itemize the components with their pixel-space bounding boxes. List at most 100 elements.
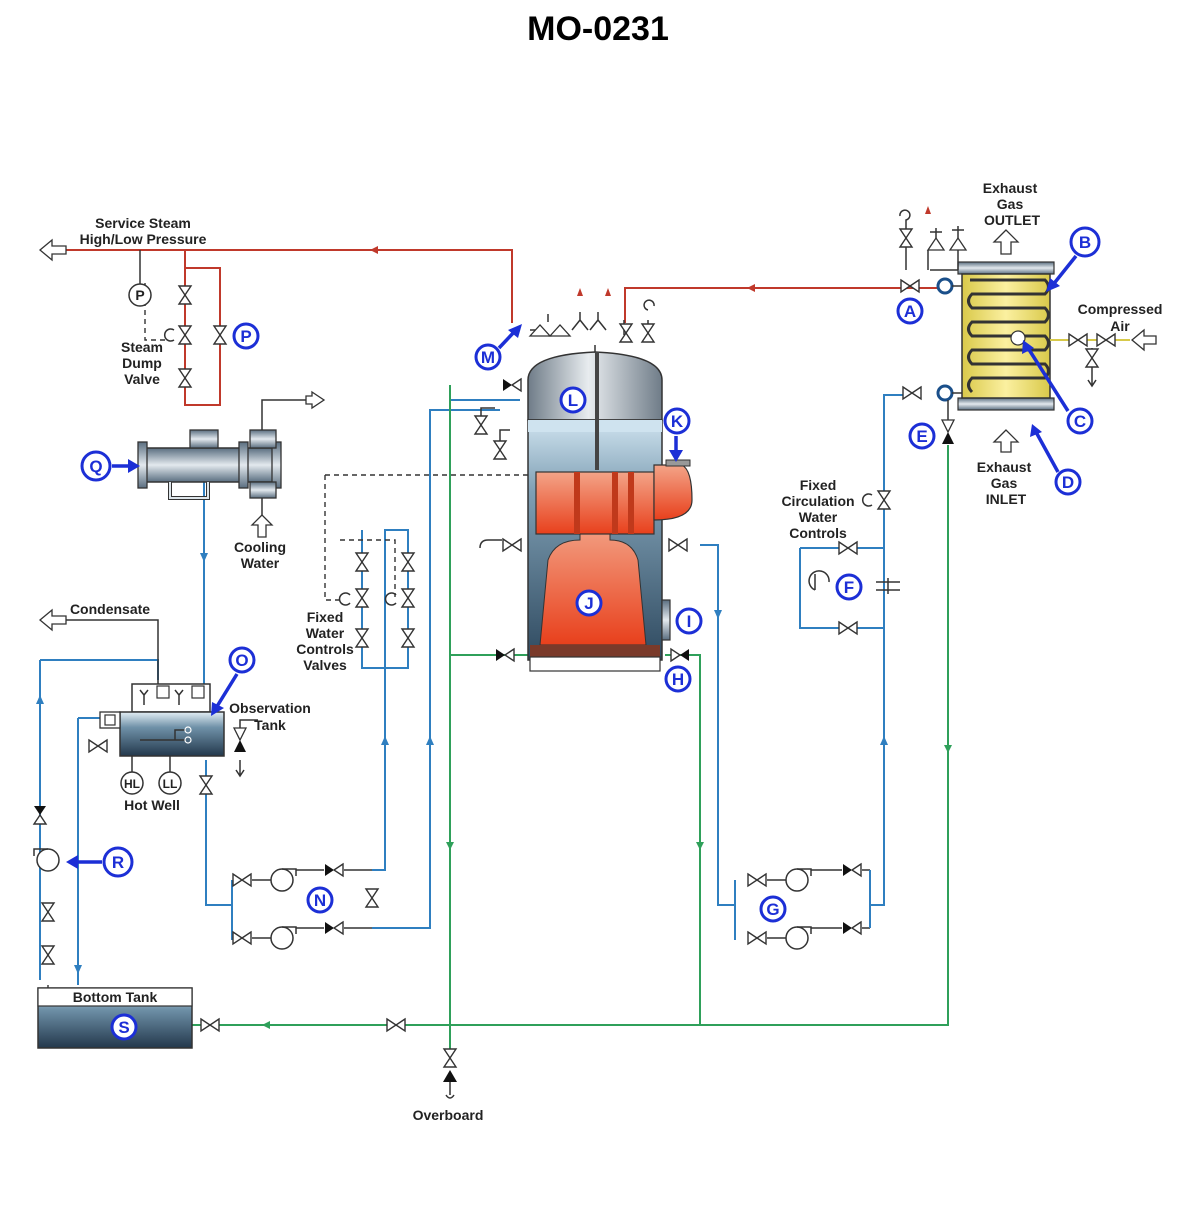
steam-dump-valve[interactable]: [178, 325, 192, 345]
compressed-air-line: [1050, 328, 1157, 388]
boiler-circulation-outlet-valve[interactable]: [668, 538, 688, 552]
diagram-title: MO-0231: [527, 10, 669, 48]
steam-dump-label-2: Dump: [122, 355, 162, 371]
observation-tank-drain-valve[interactable]: [88, 739, 108, 753]
steam-dump-upper-valve[interactable]: [178, 285, 192, 305]
fixed-circ-label-3: Water: [799, 509, 838, 525]
boiler-vent-valve-1[interactable]: [619, 323, 633, 343]
steam-bypass-valve[interactable]: [213, 325, 227, 345]
economizer-water-valve[interactable]: [902, 386, 922, 400]
fixed-water-control-valves: [338, 552, 415, 648]
soot-blower-valve-2[interactable]: [1096, 333, 1116, 347]
boiler-vent-valve-2[interactable]: [641, 323, 655, 343]
boiler-feed-valve-2[interactable]: [493, 440, 507, 460]
circ-pump-2-suction-valve[interactable]: [747, 931, 767, 945]
fixed-circ-label-1: Fixed: [800, 477, 837, 493]
feed-pump-1-check-valve[interactable]: [324, 863, 344, 877]
marker-r: R: [102, 846, 134, 878]
fixed-circulation-controls: [808, 490, 900, 635]
svg-text:O: O: [235, 651, 248, 670]
boiler-feed-valve-1[interactable]: [474, 415, 488, 435]
transfer-pump-check-valve[interactable]: [33, 805, 47, 825]
fixed-water-valve-2c[interactable]: [401, 628, 415, 648]
feed-pump-crossover-valve[interactable]: [365, 888, 379, 908]
boiler-surface-blowdown-valve[interactable]: [502, 538, 522, 552]
exhaust-inlet-label-1: Exhaust: [977, 459, 1032, 475]
feed-pump-2-suction-valve[interactable]: [232, 931, 252, 945]
fixed-water-valve-2b[interactable]: [401, 588, 415, 608]
overboard-valve[interactable]: [443, 1048, 457, 1068]
svg-text:D: D: [1062, 473, 1074, 492]
boiler-surface-blowdown-pipe: [479, 539, 502, 549]
circ-pump-2[interactable]: [785, 926, 812, 950]
condensate-inlet-arrow: [38, 608, 67, 632]
feed-pump-2-check-valve[interactable]: [324, 921, 344, 935]
feed-pump-1-suction-valve[interactable]: [232, 873, 252, 887]
fixed-circ-label-4: Controls: [789, 525, 847, 541]
circ-pump-1-suction-valve[interactable]: [747, 873, 767, 887]
economizer-drain-valve[interactable]: [940, 400, 956, 444]
hot-well-low-level-switch: LL: [158, 756, 182, 795]
fixed-water-valve-2a[interactable]: [401, 552, 415, 572]
bottom-tank-valve[interactable]: [200, 1018, 220, 1032]
transfer-pump-suction-valve-2[interactable]: [41, 945, 55, 965]
economizer-water-inlet-fitting: [902, 384, 962, 402]
svg-text:H: H: [672, 670, 684, 689]
condenser: [137, 390, 326, 500]
exhaust-outlet-label-2: Gas: [997, 196, 1024, 212]
fixed-water-valve-1c[interactable]: [355, 628, 369, 648]
marker-s: S: [110, 1013, 138, 1041]
circ-pump-1-check-valve[interactable]: [842, 863, 862, 877]
boiler: [527, 351, 693, 672]
svg-text:B: B: [1079, 233, 1091, 252]
fixed-circ-valve-lower[interactable]: [838, 621, 858, 635]
economizer-vent-valve[interactable]: [899, 228, 913, 248]
feed-pump-1[interactable]: [270, 868, 297, 892]
fixed-water-valve-1b[interactable]: [355, 588, 369, 608]
circ-pump-1[interactable]: [785, 868, 812, 892]
svg-text:L: L: [568, 391, 578, 410]
boiler-circulation-return-valve[interactable]: [670, 648, 690, 662]
marker-n: N: [306, 886, 334, 914]
exhaust-gas-inlet-arrow: [992, 429, 1020, 453]
transfer-pump[interactable]: [33, 848, 60, 872]
circulation-pumps: [747, 863, 871, 950]
fixed-water-label-1: Fixed: [307, 609, 344, 625]
svg-text:J: J: [584, 594, 593, 613]
fixed-circ-valve-upper[interactable]: [838, 541, 858, 555]
economizer-steam-valve[interactable]: [900, 279, 920, 293]
marker-a: A: [896, 297, 924, 325]
marker-h: H: [664, 665, 692, 693]
feed-pump-2[interactable]: [270, 926, 297, 950]
compressed-air-inlet-arrow: [1130, 328, 1157, 352]
soot-blower-drain-valve[interactable]: [1085, 348, 1099, 368]
marker-f: F: [835, 573, 863, 601]
fixed-water-label-4: Valves: [303, 657, 347, 673]
steam-dump-lower-valve[interactable]: [178, 368, 192, 388]
soot-blower-valve-1[interactable]: [1068, 333, 1088, 347]
fixed-water-valve-1a[interactable]: [355, 552, 369, 572]
svg-text:HL: HL: [124, 777, 140, 791]
exhaust-gas-outlet-arrow: [992, 229, 1020, 255]
circ-pump-2-check-valve[interactable]: [842, 921, 862, 935]
steam-dump-actuator: [164, 328, 175, 342]
observation-tank-sample-valve[interactable]: [232, 719, 258, 778]
fixed-circ-valve[interactable]: [877, 490, 891, 510]
marker-l: L: [559, 386, 587, 414]
drain-line-valve[interactable]: [386, 1018, 406, 1032]
marker-m: M: [474, 343, 502, 371]
marker-q: Q: [80, 450, 112, 482]
boiler-feed-check-valve[interactable]: [502, 378, 522, 392]
svg-text:F: F: [844, 578, 854, 597]
economizer-steam-outlet-fitting: [900, 277, 962, 295]
exhaust-inlet-label-3: INLET: [986, 491, 1027, 507]
svg-text:A: A: [904, 302, 916, 321]
fixed-circ-label-2: Circulation: [781, 493, 854, 509]
hot-well-outlet-valve[interactable]: [199, 775, 213, 795]
service-steam-outlet-arrow: [38, 238, 67, 262]
svg-text:G: G: [766, 900, 779, 919]
transfer-pump-suction-valve-1[interactable]: [41, 902, 55, 922]
boiler-bottom-blowdown-valve[interactable]: [495, 648, 515, 662]
marker-g: G: [759, 895, 787, 923]
